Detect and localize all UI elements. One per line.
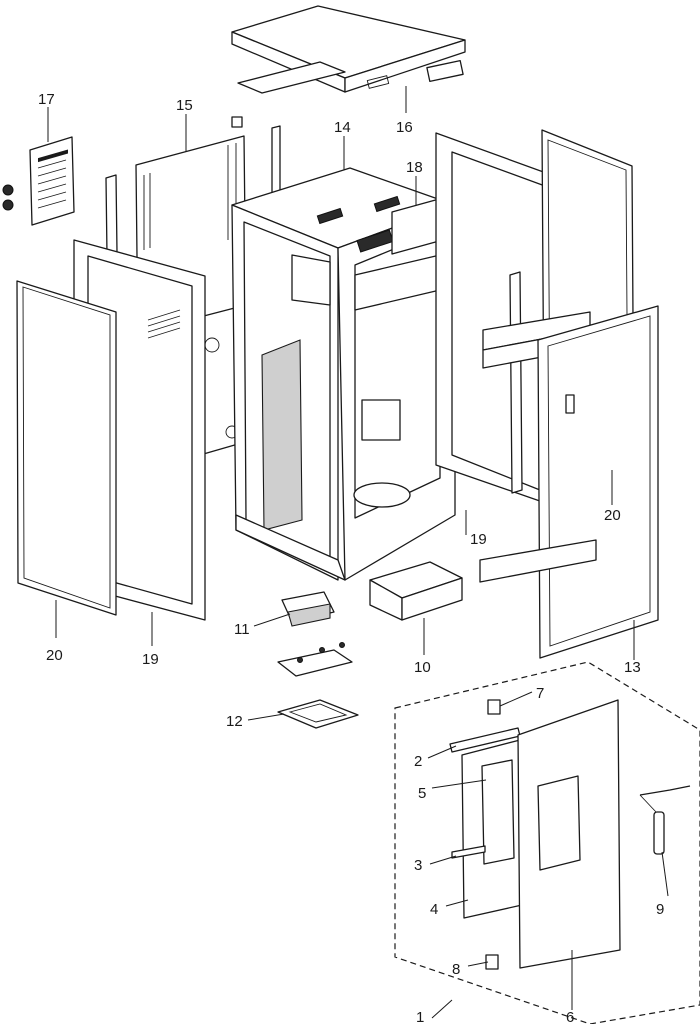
part-13-front-panel bbox=[479, 305, 659, 659]
label-19-left: 19 bbox=[142, 651, 159, 668]
leader-lines bbox=[47, 86, 669, 1019]
label-20-left: 20 bbox=[46, 647, 63, 664]
label-17: 17 bbox=[38, 91, 55, 108]
label-18: 18 bbox=[406, 159, 423, 176]
callout-labels: 17 15 14 16 18 20 19 19 20 13 10 11 12 7… bbox=[38, 91, 664, 1026]
label-14: 14 bbox=[334, 119, 351, 136]
part-9-handle bbox=[639, 785, 691, 855]
mounting-plate-with-screws bbox=[277, 642, 353, 677]
part-17-vent-grille bbox=[2, 136, 75, 226]
part-12-gasket bbox=[277, 699, 359, 729]
part-20-left-panel bbox=[16, 280, 117, 616]
label-4: 4 bbox=[430, 901, 438, 918]
part-11-drawer bbox=[281, 591, 335, 627]
label-6: 6 bbox=[566, 1009, 574, 1024]
part-3-bar bbox=[451, 845, 486, 859]
label-5: 5 bbox=[418, 785, 426, 802]
label-1: 1 bbox=[416, 1009, 424, 1024]
label-9: 9 bbox=[656, 901, 664, 918]
door-window-opening bbox=[537, 775, 581, 871]
label-13: 13 bbox=[624, 659, 641, 676]
part-7-hinge bbox=[487, 699, 501, 715]
label-8: 8 bbox=[452, 961, 460, 978]
part-5-glass bbox=[481, 759, 515, 865]
label-3: 3 bbox=[414, 857, 422, 874]
label-20-right: 20 bbox=[604, 507, 621, 524]
label-19-right: 19 bbox=[470, 531, 487, 548]
part-19-right-frame bbox=[435, 132, 561, 509]
label-11: 11 bbox=[234, 621, 250, 638]
label-12: 12 bbox=[226, 713, 243, 730]
part-10-ash-box bbox=[369, 561, 463, 621]
part-14-main-frame bbox=[231, 167, 456, 581]
label-15: 15 bbox=[176, 97, 193, 114]
label-7: 7 bbox=[536, 685, 544, 702]
door-assembly-group bbox=[394, 661, 700, 1025]
label-10: 10 bbox=[414, 659, 431, 676]
part-16-top-cover bbox=[231, 5, 466, 94]
label-16: 16 bbox=[396, 119, 413, 136]
label-2: 2 bbox=[414, 753, 422, 770]
